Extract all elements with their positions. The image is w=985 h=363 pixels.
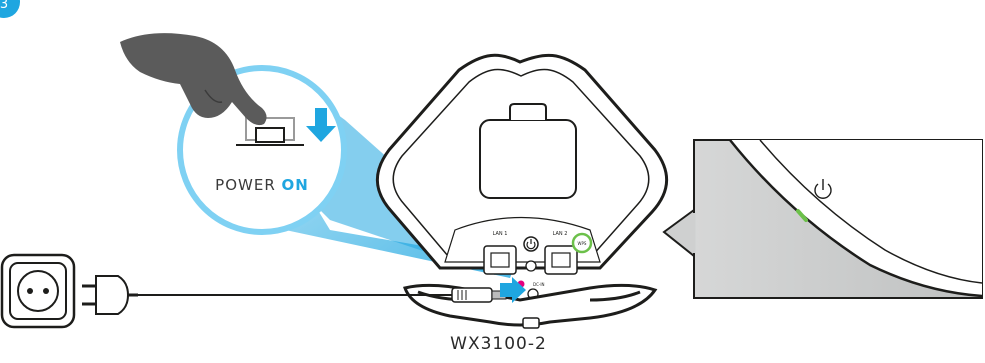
power-plug-icon <box>82 275 138 315</box>
router-device: LAN 1 LAN 2 WPS DC-IN <box>375 53 669 300</box>
reset-button <box>525 260 537 272</box>
lan1-label: LAN 1 <box>493 231 508 237</box>
step-number: 3 <box>0 0 8 12</box>
hand-icon <box>120 33 267 126</box>
wps-button: WPS <box>571 232 593 254</box>
power-symbol-icon <box>814 179 832 199</box>
model-name: WX3100-2 <box>450 334 547 354</box>
power-on-label: POWER ON <box>215 176 309 194</box>
power-outlet-icon <box>0 253 76 329</box>
dc-plug <box>451 287 507 303</box>
svg-text:WPS: WPS <box>578 241 587 246</box>
led-zoom-panel <box>662 139 983 299</box>
ethernet-port-icon <box>544 245 578 275</box>
arrow-right-icon <box>500 277 526 303</box>
dcin-label: DC-IN <box>533 282 545 287</box>
ethernet-port-icon <box>483 245 517 275</box>
step-badge: 3 <box>0 0 20 18</box>
power-button-icon <box>523 236 539 252</box>
lan2-label: LAN 2 <box>553 231 568 237</box>
arrow-down-icon <box>306 108 336 142</box>
status-led <box>796 209 808 222</box>
